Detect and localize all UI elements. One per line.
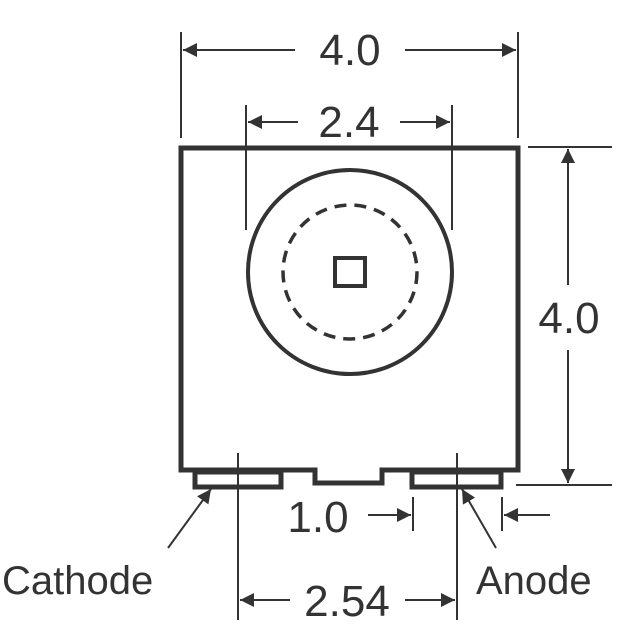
dim-lens-width: 2.4 xyxy=(318,98,379,147)
package-body xyxy=(178,145,521,486)
cathode-leader xyxy=(167,488,212,549)
led-die xyxy=(333,256,367,288)
cathode-label: Cathode xyxy=(2,559,153,603)
die-area-dashed xyxy=(281,203,419,341)
dim-pad-pitch: 2.54 xyxy=(304,577,390,626)
lens-outline xyxy=(246,168,454,376)
anode-label: Anode xyxy=(476,559,592,603)
dim-pad-gap: 1.0 xyxy=(287,493,348,542)
anode-leader xyxy=(461,488,497,549)
dim-height-right: 4.0 xyxy=(538,294,599,343)
dim-width-top: 4.0 xyxy=(319,26,380,75)
